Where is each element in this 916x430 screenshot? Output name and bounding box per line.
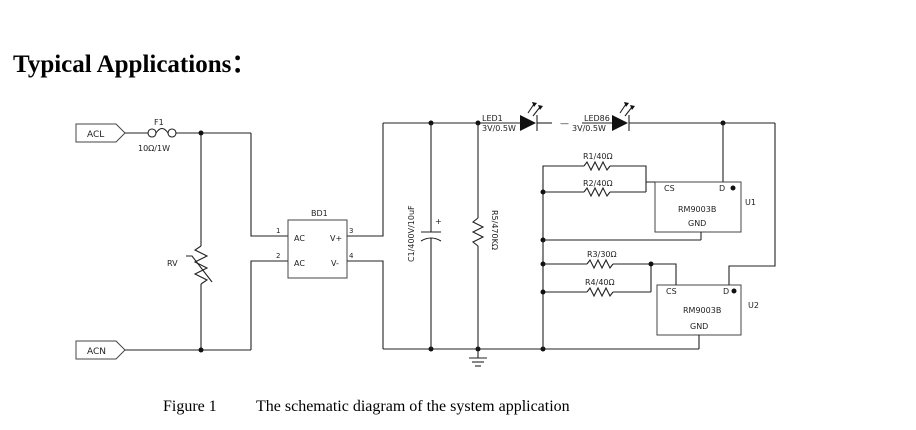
bridge-pin4: 4 [349, 252, 354, 260]
fuse-value: 10Ω/1W [138, 144, 170, 153]
bridge-ac2: AC [294, 259, 305, 268]
driver-u1: CS D RM9003B GND U1 [654, 123, 756, 233]
u1-gnd: GND [688, 219, 706, 228]
figure-label: Figure 1 [163, 398, 217, 415]
figure-caption: The schematic diagram of the system appl… [256, 398, 570, 415]
bridge-pin2: 2 [276, 252, 280, 260]
u2-cs: CS [666, 287, 677, 296]
u2-sense-network: R3/30Ω R4/40Ω [540, 240, 700, 350]
bridge-vminus: V- [331, 259, 339, 268]
ac-input-wiring [125, 130, 288, 353]
fuse-f1: F1 10Ω/1W [125, 118, 201, 153]
u1-ref: U1 [745, 198, 756, 207]
bridge-ac1: AC [294, 234, 305, 243]
r4-label: R4/40Ω [585, 278, 615, 287]
fuse-ref: F1 [154, 118, 164, 127]
r2-label: R2/40Ω [583, 179, 613, 188]
led86-light-icon [619, 102, 635, 117]
bridge-vplus: V+ [330, 234, 342, 243]
ground-icon [469, 349, 487, 367]
bridge-rectifier-bd1: BD1 AC AC V+ V- 1 2 3 4 [276, 123, 384, 349]
led1-value: 3V/0.5W [482, 124, 516, 133]
resistor-r5-label: R5/470KΩ [490, 210, 499, 250]
u1-part: RM9003B [678, 205, 716, 214]
bridge-ref: BD1 [311, 209, 328, 218]
u2-ref: U2 [748, 301, 759, 310]
u2-gnd: GND [690, 322, 708, 331]
acl-label: ACL [87, 130, 104, 140]
varistor-rv: RV [167, 133, 213, 350]
acl-port: ACL [75, 123, 126, 143]
section-heading: Typical Applications： [13, 51, 257, 78]
r1-label: R1/40Ω [583, 152, 613, 161]
capacitor-c1: + C1/400V/10uF [407, 123, 442, 349]
u1-d: D [719, 184, 725, 193]
u2-part: RM9003B [683, 306, 721, 315]
dc-bus [383, 120, 657, 352]
u1-cs: CS [664, 184, 675, 193]
u1-sense-network: R1/40Ω R2/40Ω [540, 152, 702, 243]
driver-u2: CS D RM9003B GND U2 [656, 123, 776, 336]
acn-port: ACN [75, 340, 126, 360]
resistor-r5: R5/470KΩ [471, 123, 499, 349]
led86-value: 3V/0.5W [572, 124, 606, 133]
bridge-pin1: 1 [276, 227, 280, 235]
led86-ref: LED86 [584, 114, 610, 123]
acn-label: ACN [87, 347, 106, 357]
led1-light-icon [527, 102, 543, 117]
r3-label: R3/30Ω [587, 250, 617, 259]
led1-ref: LED1 [482, 114, 503, 123]
capacitor-polarity: + [435, 217, 442, 226]
capacitor-label: C1/400V/10uF [407, 205, 416, 262]
u2-d: D [723, 287, 729, 296]
bridge-pin3: 3 [349, 227, 353, 235]
led-string-dash: — [560, 119, 569, 129]
led-string: LED1 3V/0.5W — LED86 3V/0.5W [482, 102, 775, 133]
varistor-ref: RV [167, 259, 178, 268]
